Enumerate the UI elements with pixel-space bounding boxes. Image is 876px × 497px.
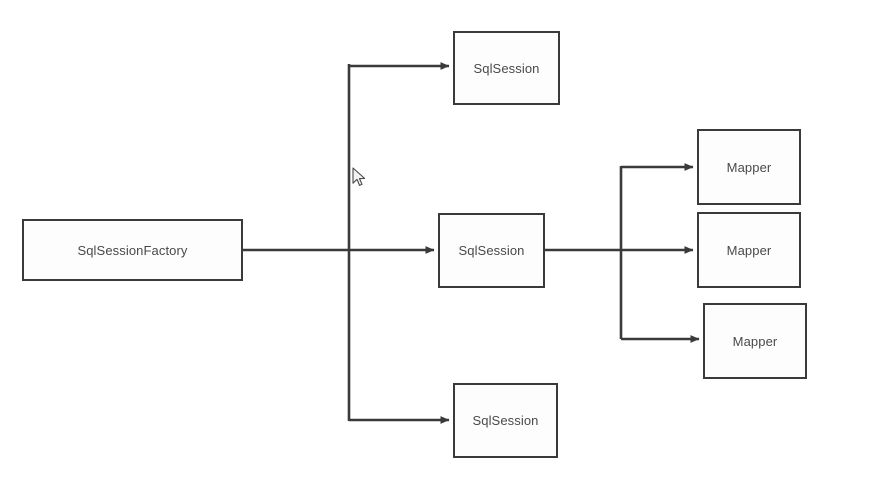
node-label-mapper-top: Mapper	[726, 159, 772, 175]
node-label-sqlsession-bottom: SqlSession	[472, 413, 539, 428]
node-mapper-middle[interactable]: Mapper	[697, 212, 801, 288]
node-label-sqlsession-middle: SqlSession	[458, 243, 525, 258]
node-mapper-top[interactable]: Mapper	[697, 129, 801, 205]
node-sqlsession-top[interactable]: SqlSession	[453, 31, 560, 105]
node-sqlsession-middle[interactable]: SqlSession	[438, 213, 545, 288]
node-mapper-bottom[interactable]: Mapper	[703, 303, 807, 379]
node-sqlsessionfactory[interactable]: SqlSessionFactory	[22, 219, 243, 281]
node-label-sqlsessionfactory: SqlSessionFactory	[77, 242, 188, 258]
node-label-mapper-middle: Mapper	[726, 242, 772, 258]
node-label-mapper-bottom: Mapper	[732, 333, 778, 349]
node-label-sqlsession-top: SqlSession	[473, 60, 540, 76]
mouse-pointer-icon	[352, 167, 366, 186]
node-sqlsession-bottom[interactable]: SqlSession	[453, 383, 558, 458]
